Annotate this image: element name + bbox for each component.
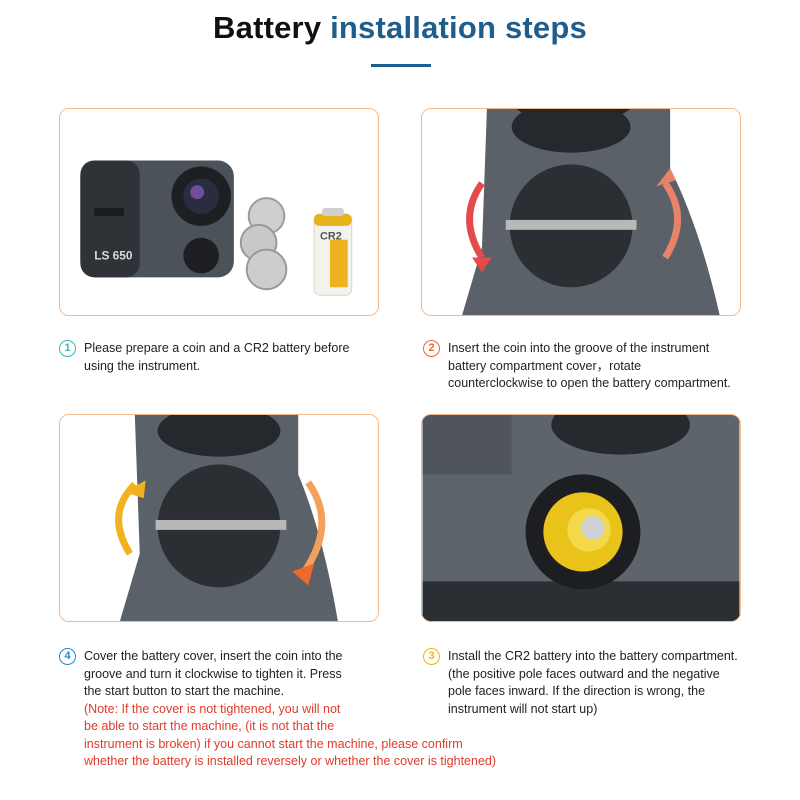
step-1-image: LS 650 CR2: [59, 108, 379, 316]
step-2: 2 Insert the coin into the groove of the…: [423, 340, 783, 393]
step-3-line-2: (the positive pole faces outward and the…: [448, 666, 720, 681]
step-3-line-3: pole faces inward. If the direction is w…: [448, 684, 706, 698]
open-cover-counterclockwise-illustration: [422, 109, 740, 315]
step-3-line-4: instrument will not start up): [448, 701, 598, 716]
step-2-line-3: counterclockwise to open the battery com…: [448, 376, 731, 390]
step-4-line-3: the start button to start the machine.: [84, 684, 285, 698]
step-1-text: Please prepare a coin and a CR2 battery …: [84, 340, 389, 375]
close-cover-clockwise-illustration: [60, 415, 378, 621]
title-part-1: Battery: [213, 10, 322, 45]
step-4: 4 Cover the battery cover, insert the co…: [59, 648, 539, 771]
step-1-number: 1: [59, 340, 76, 357]
step-4-line-2: groove and turn it clockwise to tighten …: [84, 666, 342, 681]
step-2-number: 2: [423, 340, 440, 357]
step-4-note-line-4: whether the battery is installed reverse…: [84, 754, 497, 768]
rangefinder-with-coins-illustration: LS 650 CR2: [60, 109, 378, 315]
battery-in-compartment-illustration: [422, 415, 740, 621]
step-2-line-2: battery compartment cover，rotate: [448, 358, 642, 373]
step-2-line-1: Insert the coin into the groove of the i…: [448, 341, 710, 355]
step-4-image: [59, 414, 379, 622]
page-title: Battery installation steps: [0, 10, 800, 46]
step-3-text: Install the CR2 battery into the battery…: [448, 648, 783, 718]
step-4-note-line-3: instrument is broken) if you cannot star…: [84, 736, 463, 751]
step-4-line-1: Cover the battery cover, insert the coin…: [84, 649, 343, 663]
battery-label: CR2: [320, 231, 342, 243]
step-1-line-2: using the instrument.: [84, 358, 201, 373]
step-3-number: 3: [423, 648, 440, 665]
step-1-line-1: Please prepare a coin and a CR2 battery …: [84, 341, 350, 355]
step-4-note-line-1: (Note: If the cover is not tightened, yo…: [84, 701, 341, 716]
device-label: LS 650: [94, 249, 133, 263]
step-4-number: 4: [59, 648, 76, 665]
step-2-text: Insert the coin into the groove of the i…: [448, 340, 783, 393]
step-4-note-line-2: be able to start the machine, (it is not…: [84, 719, 335, 733]
step-3-image: [421, 414, 741, 622]
step-3-line-1: Install the CR2 battery into the battery…: [448, 649, 738, 663]
title-part-2: installation steps: [330, 10, 587, 45]
step-3: 3 Install the CR2 battery into the batte…: [423, 648, 783, 718]
step-2-image: [421, 108, 741, 316]
step-4-text: Cover the battery cover, insert the coin…: [84, 648, 539, 771]
step-1: 1 Please prepare a coin and a CR2 batter…: [59, 340, 389, 375]
title-underline: [371, 64, 431, 67]
